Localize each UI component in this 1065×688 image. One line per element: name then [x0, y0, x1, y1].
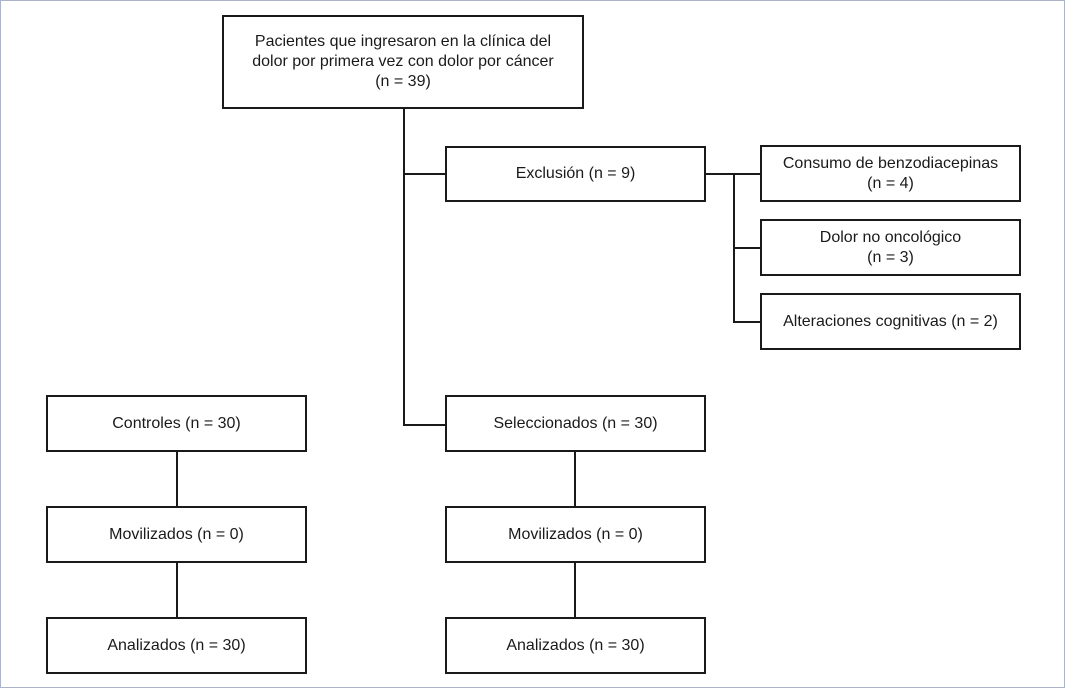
controls-mobilized-box: Movilizados (n = 0) — [46, 506, 307, 563]
root-patients-box: Pacientes que ingresaron en la clínica d… — [222, 15, 584, 109]
connector-to-selected — [403, 424, 446, 426]
root-line-1: Pacientes que ingresaron en la clínica d… — [254, 33, 552, 50]
selected-analyzed-box: Analizados (n = 30) — [445, 617, 706, 674]
connector-to-reason-3 — [733, 321, 761, 323]
connector-selected-1 — [574, 451, 576, 507]
reason-box-cognitive-alterations: Alteraciones cognitivas (n = 2) — [760, 293, 1021, 350]
selected-mobilized-box: Movilizados (n = 0) — [445, 506, 706, 563]
root-line-2: dolor por primera vez con dolor por cánc… — [252, 53, 554, 70]
controls-analyzed-label: Analizados (n = 30) — [107, 636, 246, 654]
connector-controls-2 — [176, 562, 178, 618]
connector-to-exclusion — [403, 173, 446, 175]
reason-1-line-1: Consumo de benzodiacepinas — [782, 154, 999, 172]
controls-analyzed-box: Analizados (n = 30) — [46, 617, 307, 674]
connector-controls-1 — [176, 451, 178, 507]
exclusion-label: Exclusión (n = 9) — [515, 165, 636, 182]
connector-selected-2 — [574, 562, 576, 618]
connector-to-reason-2 — [733, 247, 761, 249]
root-line-3: (n = 39) — [375, 73, 431, 90]
exclusion-box: Exclusión (n = 9) — [445, 146, 706, 202]
reason-3-line-1: Alteraciones cognitivas (n = 2) — [783, 312, 998, 330]
controls-box: Controles (n = 30) — [46, 395, 307, 452]
selected-mobilized-label: Movilizados (n = 0) — [508, 525, 643, 543]
selected-analyzed-label: Analizados (n = 30) — [506, 636, 645, 654]
selected-box: Seleccionados (n = 30) — [445, 395, 706, 452]
reason-box-non-oncologic-pain: Dolor no oncológico (n = 3) — [760, 219, 1021, 276]
controls-mobilized-label: Movilizados (n = 0) — [109, 525, 244, 543]
connector-root-trunk — [403, 108, 405, 426]
selected-label: Seleccionados (n = 30) — [493, 414, 658, 432]
reason-2-line-1: Dolor no oncológico — [819, 228, 962, 246]
controls-label: Controles (n = 30) — [112, 414, 241, 432]
reason-2-line-2: (n = 3) — [867, 248, 914, 266]
reason-box-benzodiazepines: Consumo de benzodiacepinas (n = 4) — [760, 145, 1021, 202]
reason-1-line-2: (n = 4) — [867, 174, 914, 192]
